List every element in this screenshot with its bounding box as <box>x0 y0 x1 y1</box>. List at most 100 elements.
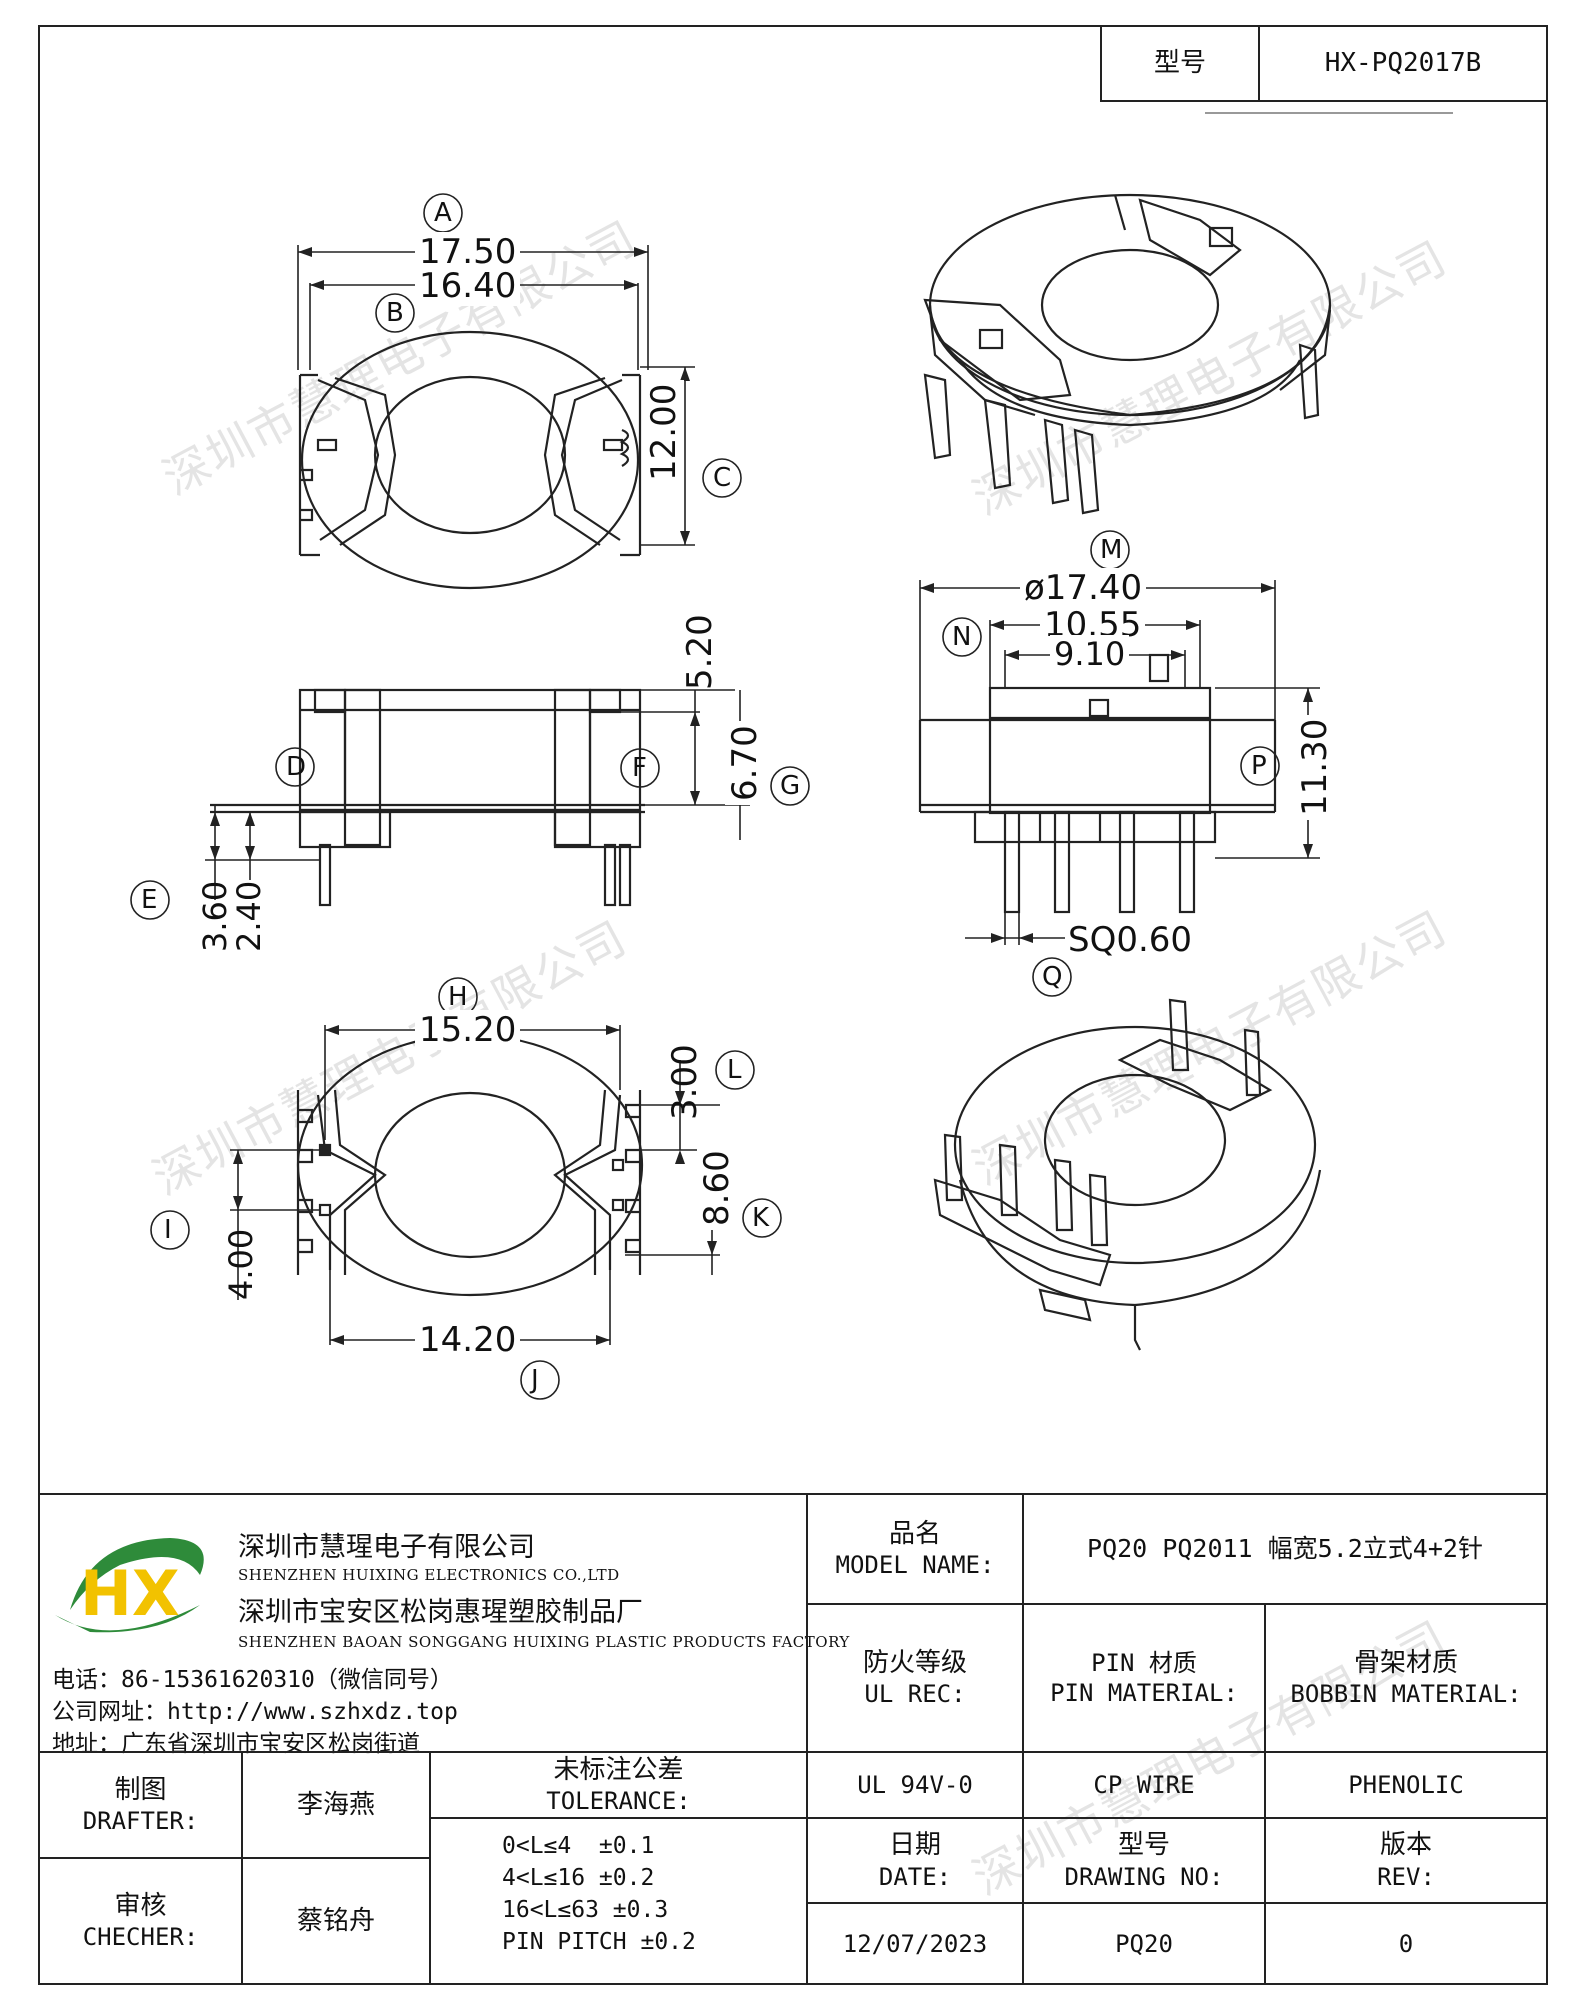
front-pin <box>1053 810 1071 914</box>
logo-text: HX <box>80 1557 180 1630</box>
dim-k-mark: K <box>752 1203 770 1233</box>
dim-side-h2: 6.70 <box>725 721 765 805</box>
iso-view-bottom <box>933 998 1322 1351</box>
mark-q-circle <box>1032 957 1072 997</box>
bottom-view-hole <box>373 1091 567 1259</box>
mark-j-circle <box>520 1360 560 1400</box>
pin-material-value: CP WIRE <box>1022 1751 1266 1819</box>
dim-m-mark: M <box>1100 535 1123 565</box>
tolerance-line-2: 4<L≤16 ±0.2 <box>502 1865 655 1891</box>
top-view-hole <box>373 375 567 535</box>
iso-pin <box>923 373 952 460</box>
mark-f-circle <box>620 748 660 788</box>
drawing-no-value: PQ20 <box>1022 1902 1266 1985</box>
dim-p-value: 11.30 <box>1295 714 1335 820</box>
dim-i-mark: I <box>164 1215 172 1245</box>
iso-pin <box>1088 1173 1109 1247</box>
dim-q-mark: Q <box>1042 962 1063 992</box>
mark-p-circle <box>1240 746 1280 786</box>
top-view-body <box>300 330 640 590</box>
checker-value: 蔡铭舟 <box>241 1857 431 1985</box>
rev-value: 0 <box>1264 1902 1548 1985</box>
iso-pin <box>998 1143 1019 1217</box>
iso-pin <box>983 398 1012 490</box>
company-logo: HX <box>50 1520 220 1645</box>
side-pin <box>318 843 332 907</box>
top-view-right-wing <box>560 378 623 541</box>
date-value: 12/07/2023 <box>806 1902 1024 1985</box>
dim-q-value: SQ0.60 <box>1068 920 1193 960</box>
company-phone: 电话：86-15361620310（微信同号） <box>52 1667 453 1693</box>
model-name-value: PQ20 PQ2011 幅宽5.2立式4+2针 <box>1022 1493 1548 1605</box>
dim-h-mark: H <box>448 982 468 1012</box>
mark-l-circle <box>715 1050 755 1090</box>
tolerance-line-4: PIN PITCH ±0.2 <box>502 1929 696 1955</box>
iso-pin <box>1298 343 1320 420</box>
mark-d-circle <box>275 747 315 787</box>
mark-k-circle <box>742 1198 782 1238</box>
dim-side-h1: 5.20 <box>680 614 720 690</box>
side-pin <box>603 843 617 907</box>
front-pin <box>1178 810 1196 914</box>
dim-i-value: 4.00 <box>222 1228 260 1300</box>
tolerance-line-3: 16<L≤63 ±0.3 <box>502 1897 669 1923</box>
mark-n-circle <box>942 617 982 657</box>
front-pin <box>1003 810 1021 914</box>
factory-name-zh: 深圳市宝安区松岗惠瑆塑胶制品厂 <box>238 1597 643 1628</box>
drafter-value: 李海燕 <box>241 1751 431 1859</box>
bobbin-material-value: PHENOLIC <box>1264 1751 1548 1819</box>
mark-b-circle <box>375 293 415 333</box>
company-name-zh: 深圳市慧瑆电子有限公司 <box>238 1532 535 1563</box>
iso-pin <box>1043 418 1070 505</box>
company-block-bottom-line <box>38 1751 808 1753</box>
mark-e-circle <box>130 880 170 920</box>
iso-pin <box>1053 1158 1074 1232</box>
dim-p-mark: P <box>1251 751 1267 781</box>
iso-pin <box>1243 1028 1262 1097</box>
dim-m-value: ø17.40 <box>1020 568 1147 608</box>
title-block-frame <box>38 1493 1548 1495</box>
dim-l-value: 3.00 <box>665 1044 705 1120</box>
tolerance-line-1: 0<L≤4 ±0.1 <box>502 1833 655 1859</box>
ul-value: UL 94V-0 <box>806 1751 1024 1819</box>
dim-l-mark: L <box>727 1055 742 1085</box>
dim-n-mark: N <box>952 622 972 652</box>
iso-view-top <box>923 193 1332 515</box>
dim-a-value: 17.50 <box>415 232 521 272</box>
mark-i-circle <box>150 1210 190 1250</box>
top-view-left-wing <box>317 378 380 541</box>
dim-c-mark: C <box>713 463 732 493</box>
company-website[interactable]: 公司网址：http://www.szhxdz.top <box>52 1699 458 1725</box>
front-view <box>918 530 1320 997</box>
header-underline <box>1205 112 1453 114</box>
dim-j-value: 14.20 <box>415 1320 521 1360</box>
dim-e-mark: E <box>141 885 158 915</box>
dim-a-mark: A <box>434 198 452 228</box>
iso-pin <box>943 1133 964 1202</box>
top-view-outline <box>300 300 640 555</box>
dim-k-value: 8.60 <box>697 1146 737 1230</box>
iso-pin <box>1168 998 1190 1072</box>
dim-d-mark: D <box>286 752 307 782</box>
header-model-value: HX-PQ2017B <box>1258 25 1548 102</box>
dim-side-e2: 2.40 <box>230 880 268 952</box>
iso-pin <box>1073 428 1100 515</box>
mark-c-circle <box>702 458 742 498</box>
bottom-view <box>150 977 782 1400</box>
dim-b-mark: B <box>386 298 404 328</box>
dim-c-value: 12.00 <box>644 379 684 485</box>
mark-g-circle <box>770 766 810 806</box>
technical-drawing <box>130 193 1332 1400</box>
front-pin <box>1118 810 1136 914</box>
dim-h-value: 15.20 <box>415 1010 521 1050</box>
